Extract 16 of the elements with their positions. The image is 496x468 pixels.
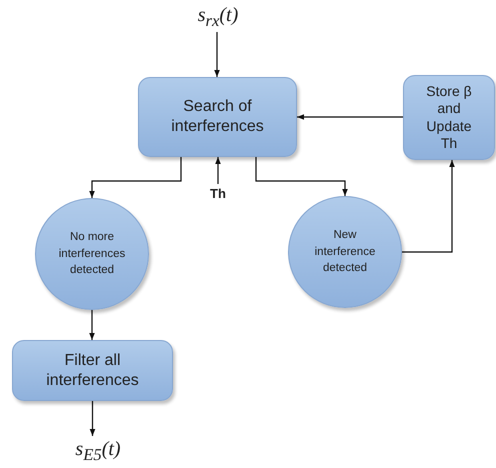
process-box: Filter all interferences xyxy=(12,340,173,401)
signal-label: s$_{E5}$(t) xyxy=(58,436,138,466)
arrow xyxy=(215,157,221,184)
arrow xyxy=(90,401,96,436)
arrow xyxy=(255,157,348,196)
arrow xyxy=(297,114,403,120)
process-box: Search of interferences xyxy=(138,77,297,157)
arrow xyxy=(402,160,455,253)
threshold-label: Th xyxy=(206,184,230,202)
decision-circle: No more interferences detected xyxy=(35,198,149,310)
arrow xyxy=(89,310,95,340)
arrow xyxy=(214,32,220,77)
arrow xyxy=(89,157,182,198)
signal-label: s$_{rx}$(t) xyxy=(180,2,256,32)
decision-circle: New interference detected xyxy=(288,196,402,308)
process-box: Store β and Update Th xyxy=(403,75,495,160)
